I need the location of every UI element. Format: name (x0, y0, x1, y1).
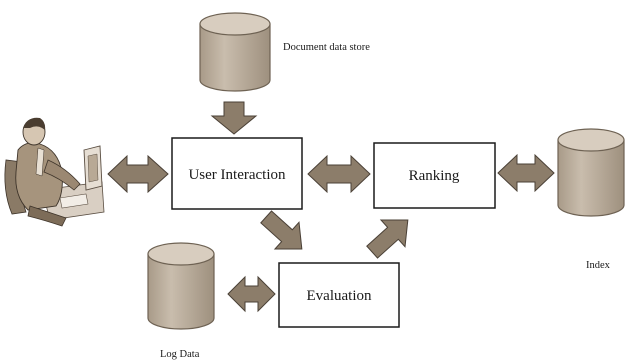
user-interaction-box (171, 137, 303, 210)
document-store-label: Document data store (283, 42, 370, 53)
ranking-label: Ranking (409, 168, 460, 184)
evaluation-box (278, 262, 400, 328)
arrow-evaluation-to-ranking (366, 219, 409, 259)
ranking-box (373, 142, 496, 209)
arrow-store-to-user-interaction (210, 101, 258, 135)
arrow-log-data-to-evaluation (227, 275, 276, 313)
user-interaction-label: User Interaction (188, 167, 286, 183)
log-data-cylinder (147, 242, 215, 330)
arrow-user-interaction-to-evaluation (260, 210, 303, 250)
evaluation-label: Evaluation (307, 288, 372, 304)
user-at-computer-icon (4, 117, 105, 227)
arrow-user-interaction-to-ranking (307, 154, 371, 194)
arrow-user-to-user-interaction (107, 154, 169, 194)
log-data-label: Log Data (160, 349, 200, 360)
arrow-ranking-to-index (497, 153, 555, 193)
index-label: Index (586, 260, 611, 271)
index-cylinder (557, 128, 625, 217)
document-store-cylinder (199, 12, 271, 92)
